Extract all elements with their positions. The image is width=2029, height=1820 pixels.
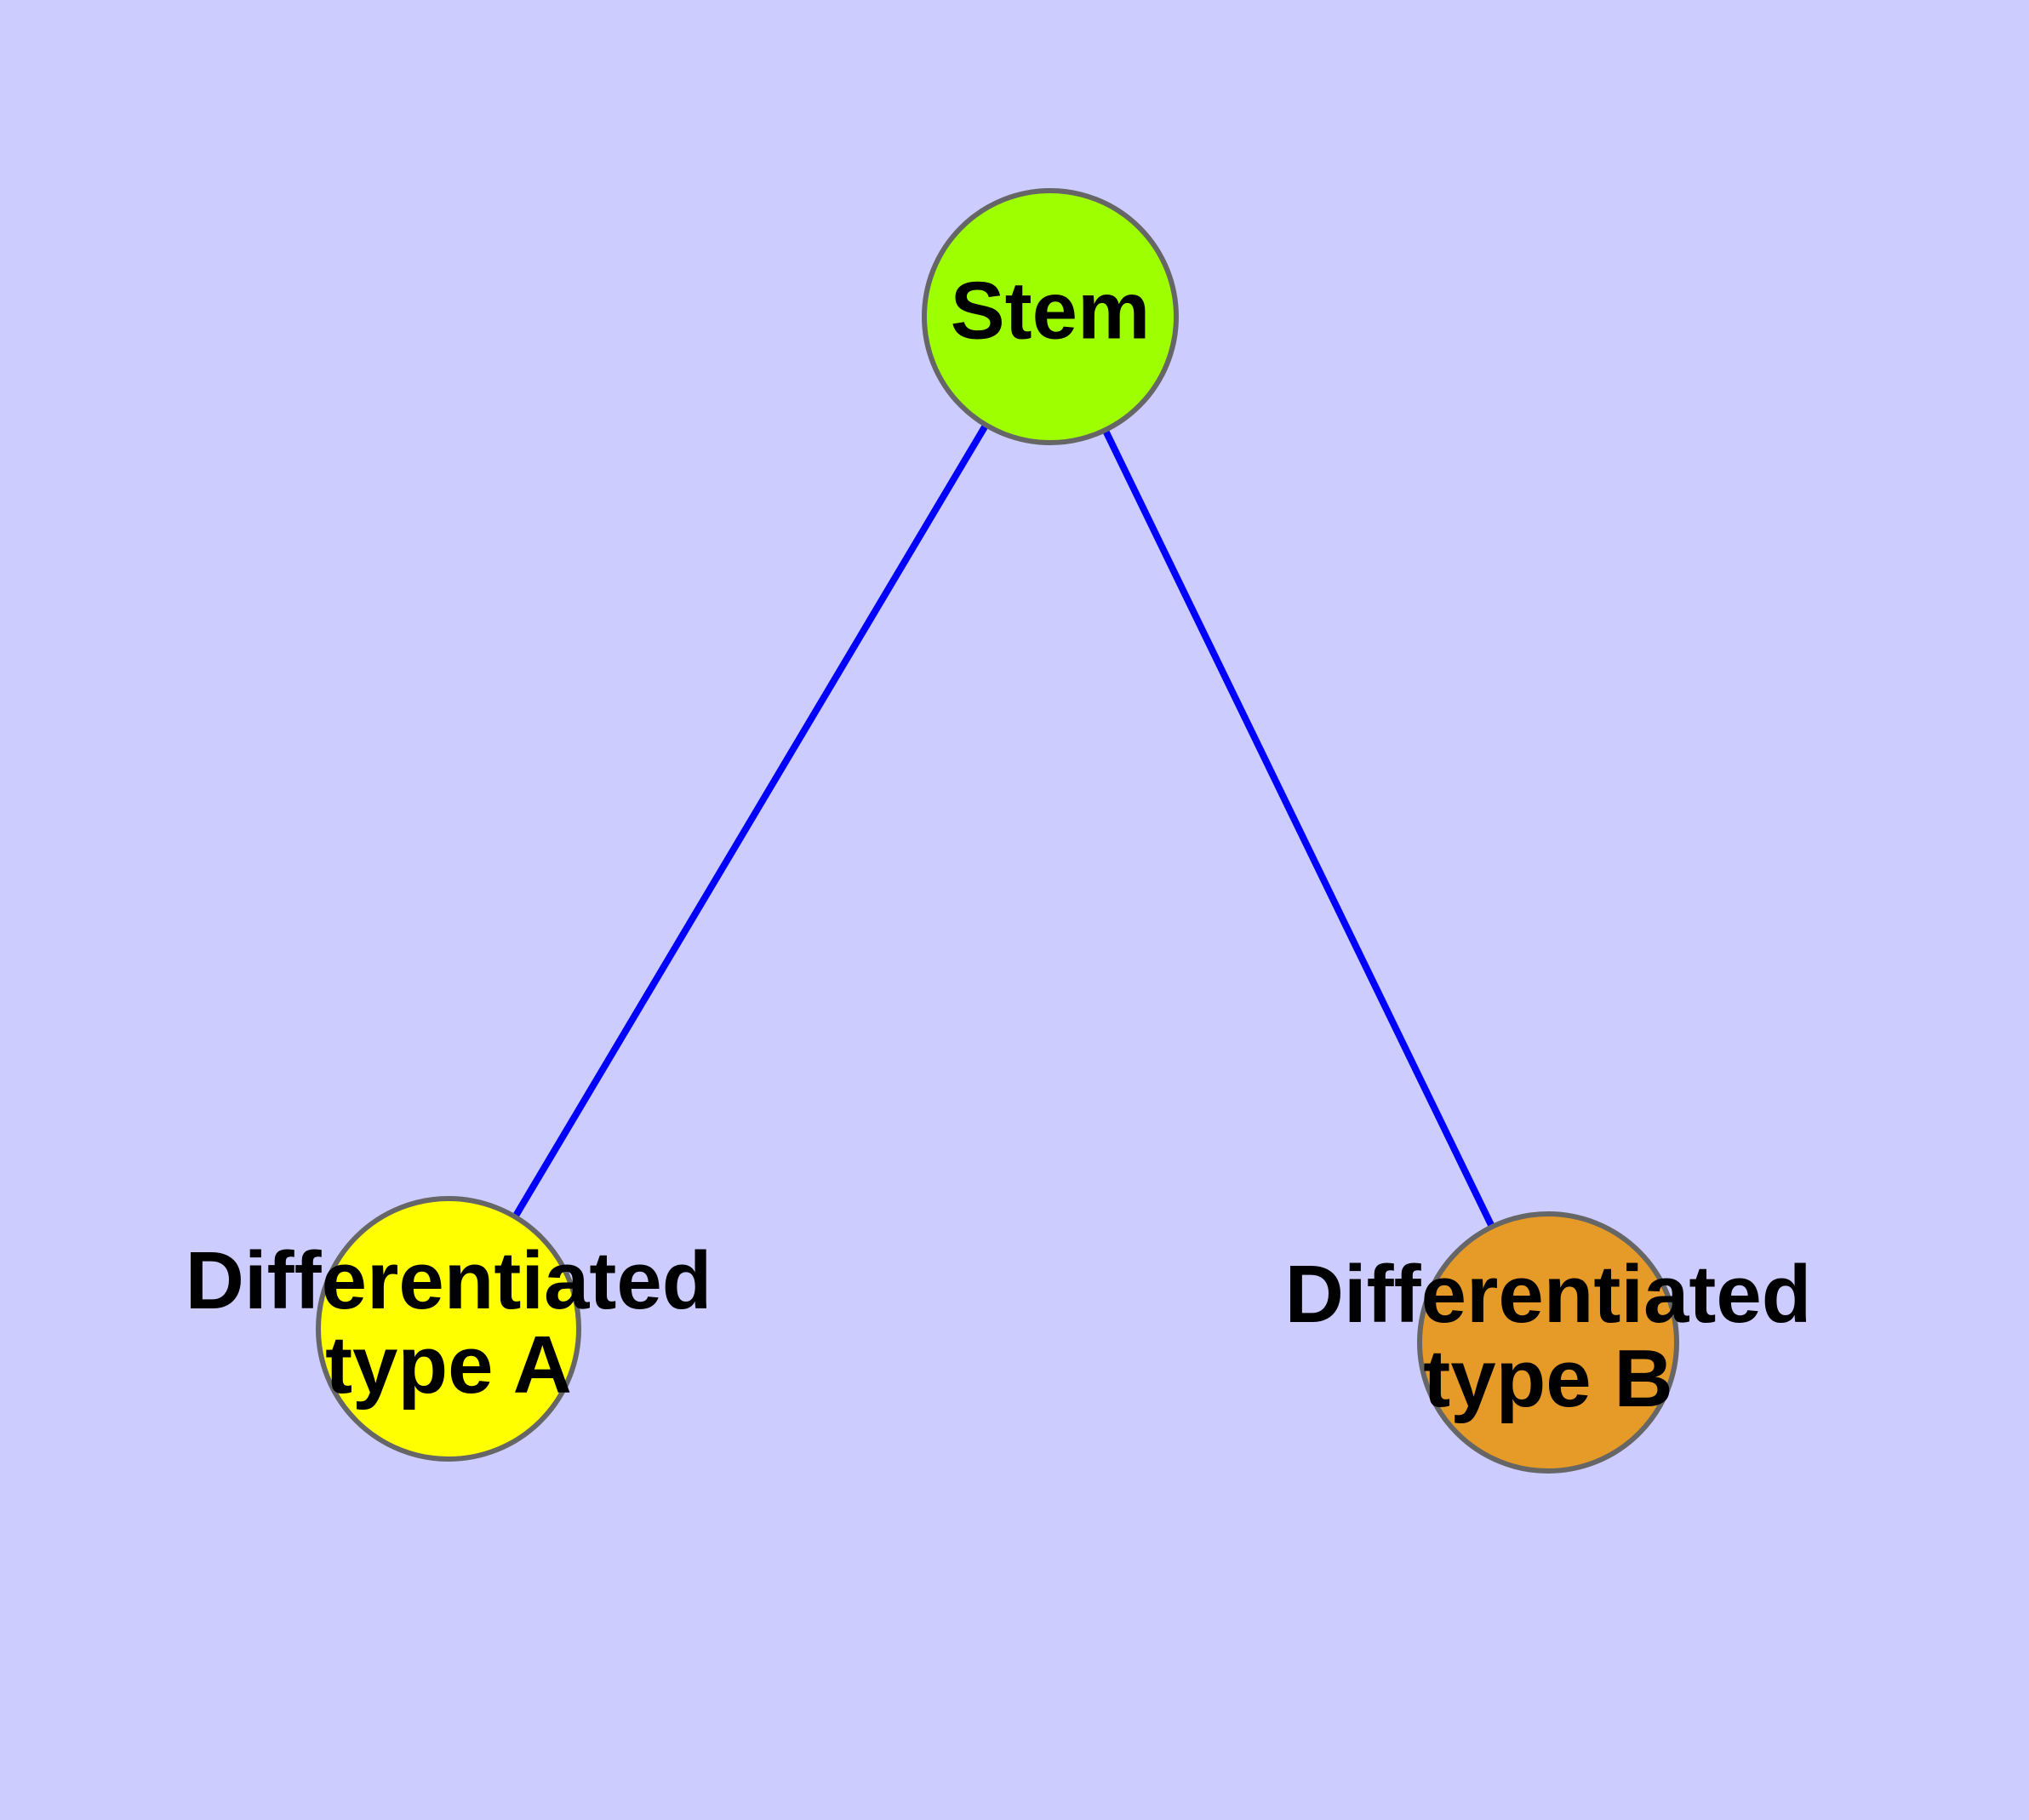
node-label-diff_b: type B	[1423, 1333, 1672, 1424]
node-label-stem: Stem	[951, 265, 1151, 356]
node-label-diff_a: type A	[325, 1319, 572, 1411]
node-circle-stem[interactable]	[922, 188, 1179, 445]
graph-edge[interactable]	[1102, 428, 1495, 1228]
graph-edge[interactable]	[512, 423, 989, 1219]
node-label-diff_b: Differentiated	[1285, 1249, 1812, 1340]
edges-layer	[512, 423, 1495, 1228]
node-label-diff_a: Differentiated	[186, 1235, 712, 1326]
node-circle-diff_a[interactable]	[316, 1196, 581, 1462]
graph-node-stem[interactable]: Stem	[922, 188, 1179, 445]
node-circle-diff_b[interactable]	[1417, 1211, 1679, 1474]
